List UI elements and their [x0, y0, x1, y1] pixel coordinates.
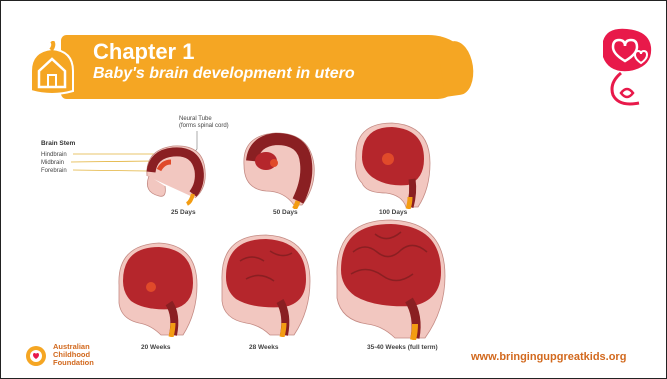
fetus-20-weeks	[111, 239, 201, 337]
embryo-25-days	[141, 136, 221, 206]
stage-label-50-days: 50 Days	[273, 209, 298, 216]
stage-label-20-weeks: 20 Weeks	[141, 344, 171, 351]
embryo-50-days	[236, 129, 320, 209]
stage-label-28-weeks: 28 Weeks	[249, 344, 279, 351]
acf-logo-icon	[25, 345, 47, 367]
stage-label-25-days: 25 Days	[171, 209, 196, 216]
stage-label-35-40-weeks: 35-40 Weeks (full term)	[367, 344, 438, 351]
fetus-100-days	[346, 119, 436, 209]
stage-label-100-days: 100 Days	[379, 209, 407, 216]
org-line-3: Foundation	[53, 359, 94, 367]
website-link[interactable]: www.bringingupgreatkids.org	[471, 351, 626, 363]
fetus-28-weeks	[216, 231, 314, 337]
fetus-35-40-weeks	[331, 216, 449, 340]
org-name: Australian Childhood Foundation	[53, 343, 94, 367]
